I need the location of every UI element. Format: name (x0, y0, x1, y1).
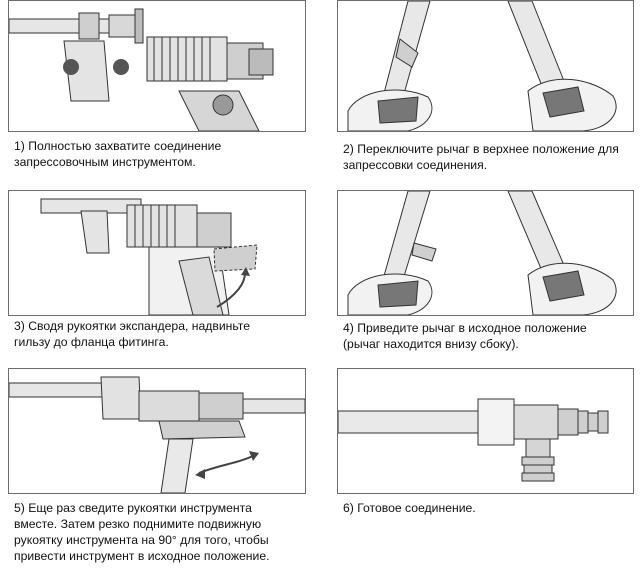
lever-down-drawing (347, 191, 617, 315)
step-3-illustration (8, 190, 306, 316)
step-1-caption: 1) Полностью захватите соединение запрес… (14, 139, 222, 169)
step-5-illustration (8, 368, 306, 494)
step-4-caption: 4) Приведите рычаг в исходное положение … (343, 321, 587, 351)
press-tool-grip-drawing (9, 8, 274, 131)
step-5-caption: 5) Еще раз сведите рукоятки инструмента … (14, 501, 270, 563)
expander-handles-drawing (40, 198, 258, 315)
return-handle-drawing (9, 376, 305, 493)
step-1-illustration (8, 0, 306, 132)
step-4-illustration (337, 190, 634, 316)
finished-tee-joint-drawing (338, 398, 609, 482)
lever-up-drawing (347, 1, 617, 131)
step-6-illustration (337, 368, 634, 494)
step-3-caption: 3) Сводя рукоятки экспандера, надвиньте … (14, 319, 251, 349)
step-2-illustration (337, 0, 634, 132)
step-2-caption: 2) Переключите рычаг в верхнее положение… (343, 142, 619, 172)
step-6-caption: 6) Готовое соединение. (343, 501, 476, 515)
